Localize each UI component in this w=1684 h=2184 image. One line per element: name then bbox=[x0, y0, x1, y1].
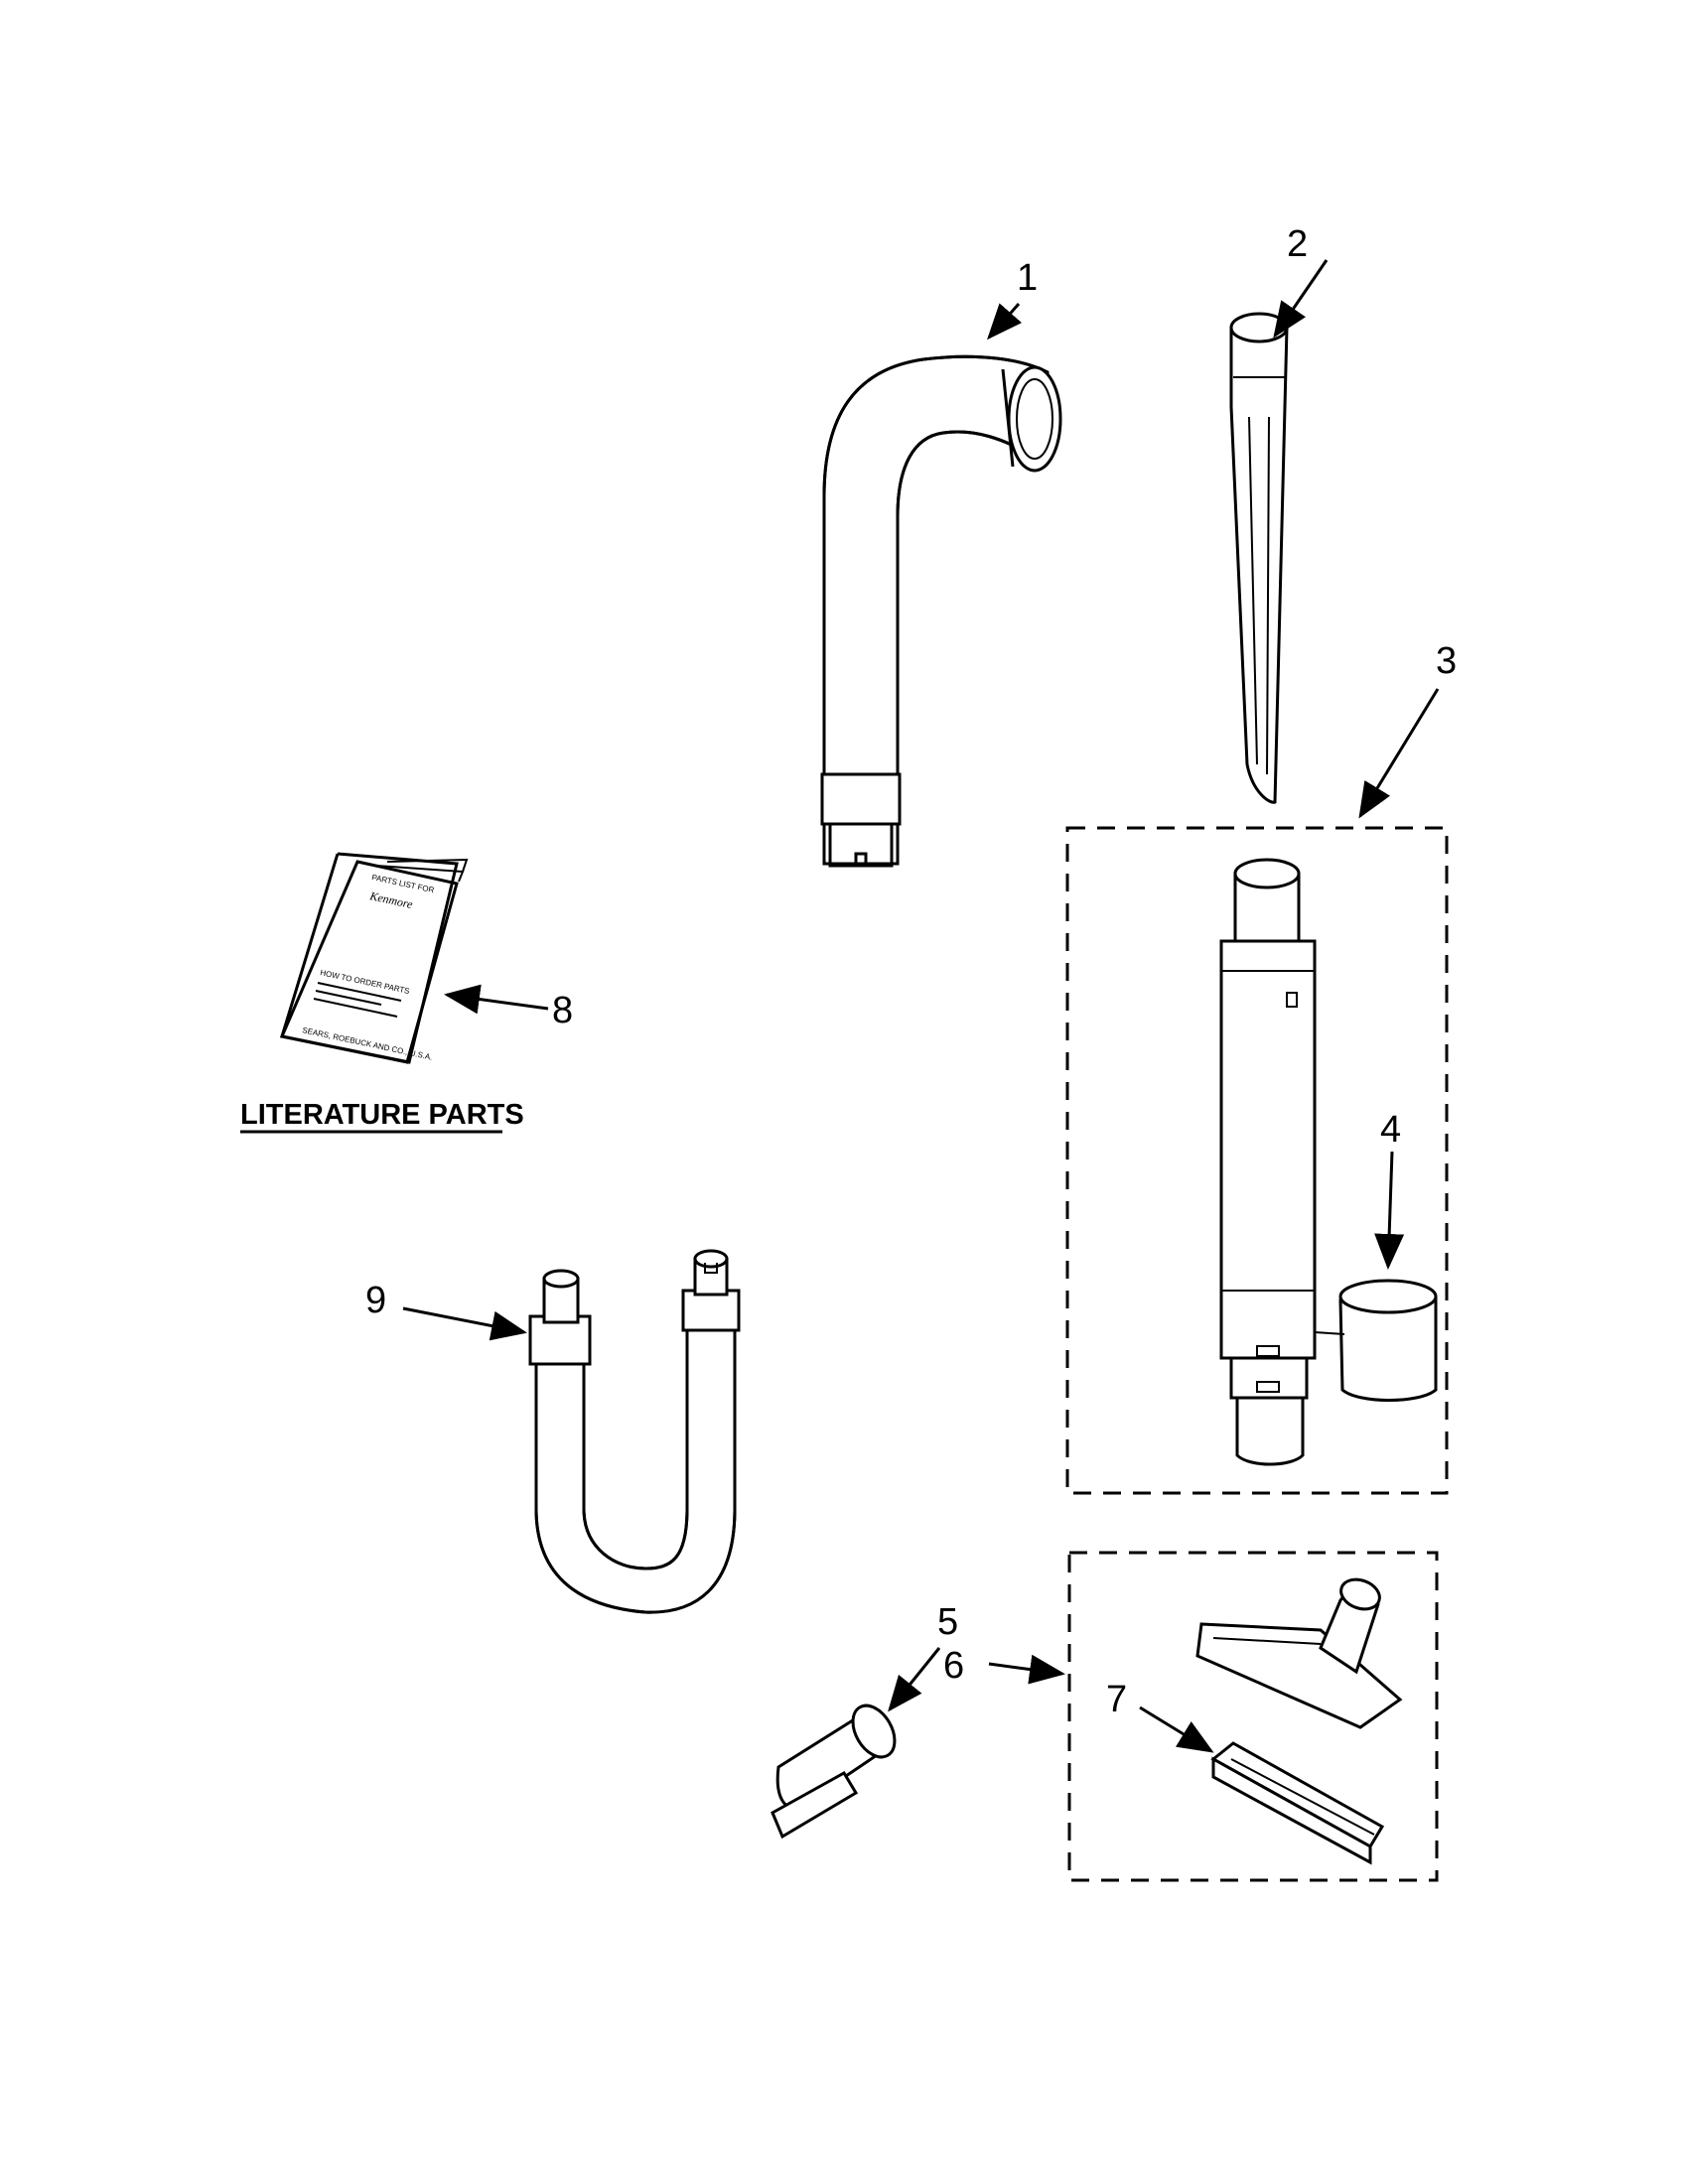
callout-9: 9 bbox=[365, 1280, 386, 1321]
part-5-dusting-brush bbox=[771, 1704, 897, 1840]
leader-2 bbox=[1273, 259, 1329, 339]
part-1-hose bbox=[820, 354, 1062, 868]
part-6-group-box bbox=[1067, 1551, 1439, 1882]
leader-7 bbox=[1139, 1706, 1214, 1753]
leader-8 bbox=[444, 984, 549, 1015]
part-6-floor-tool bbox=[1195, 1577, 1403, 1729]
part-9-u-hose bbox=[528, 1249, 741, 1614]
leader-4 bbox=[1374, 1151, 1405, 1270]
leader-9 bbox=[402, 1306, 527, 1341]
callout-1: 1 bbox=[1017, 257, 1038, 299]
leader-lines bbox=[402, 259, 1440, 1753]
part-3-group-box bbox=[1065, 826, 1449, 1495]
part-7-floor-brush-insert bbox=[1210, 1741, 1385, 1865]
callout-5: 5 bbox=[937, 1601, 958, 1643]
section-title: LITERATURE PARTS bbox=[240, 1099, 524, 1131]
part-3-extension-wand bbox=[1219, 858, 1317, 1466]
callout-7: 7 bbox=[1106, 1679, 1127, 1720]
callout-2: 2 bbox=[1287, 223, 1308, 265]
leader-5 bbox=[888, 1647, 941, 1712]
part-2-crevice-tool bbox=[1229, 312, 1289, 804]
part-8-parts-booklet: PARTS LIST FOR Kenmore HOW TO ORDER PART… bbox=[279, 852, 469, 1064]
part-4-clip bbox=[1314, 1279, 1438, 1402]
callout-4: 4 bbox=[1380, 1109, 1401, 1151]
leader-3 bbox=[1358, 688, 1440, 819]
callout-3: 3 bbox=[1436, 640, 1457, 682]
leader-6 bbox=[988, 1654, 1065, 1685]
callout-8: 8 bbox=[552, 990, 573, 1031]
leader-1 bbox=[987, 303, 1023, 341]
callout-6: 6 bbox=[943, 1645, 964, 1687]
